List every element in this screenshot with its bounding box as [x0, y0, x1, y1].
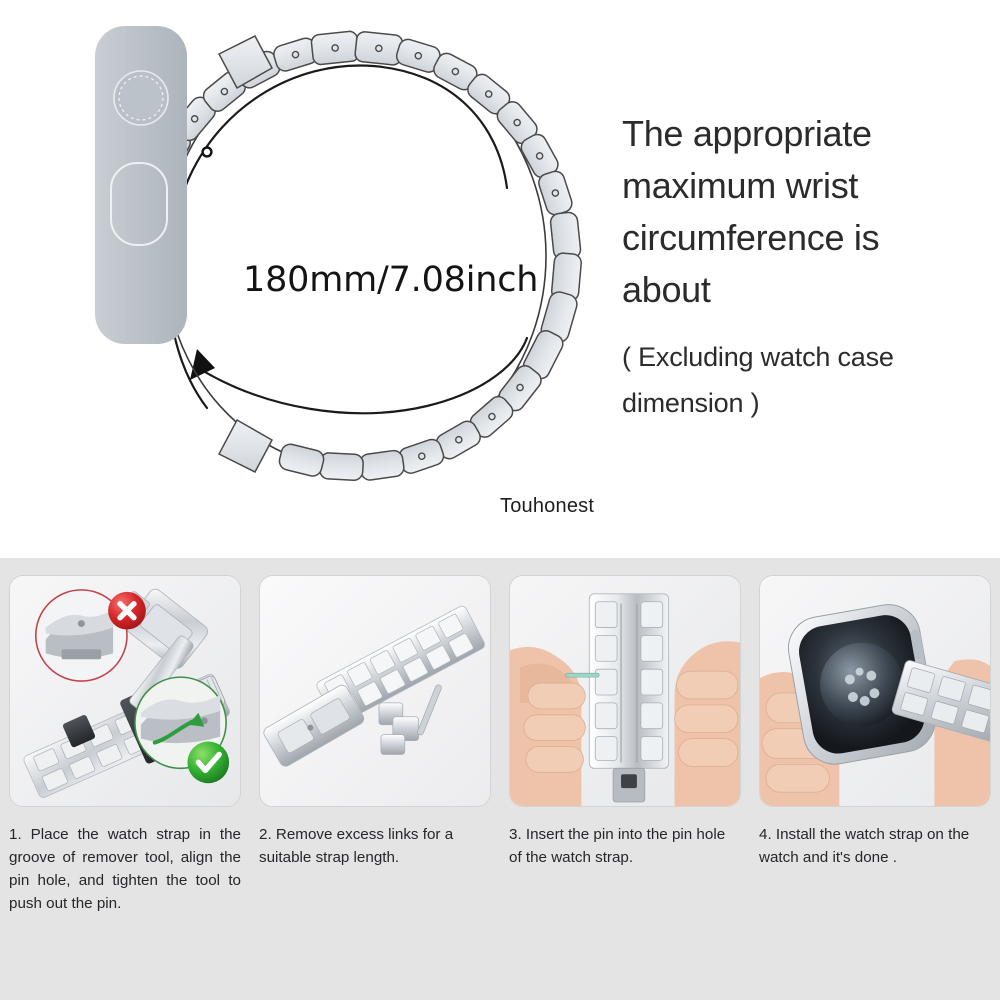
step-4-caption: 4. Install the watch strap on the watch … [759, 826, 970, 866]
instructions-section: 1. Place the watch strap in the groove o… [0, 558, 1000, 1000]
correct-example-inset [134, 676, 230, 784]
watch-strap [588, 593, 670, 803]
sizing-section: 180mm/7.08inch Touhonest The appropriate… [55, 8, 972, 548]
step-3-caption: 3. Insert the pin into the pin hole of t… [509, 826, 726, 866]
instruction-step-1: 1. Place the watch strap in the groove o… [0, 558, 250, 915]
watch-back-case [787, 604, 936, 765]
insert-pin-icon [565, 672, 600, 678]
wrist-size-diagram: 180mm/7.08inch Touhonest [55, 8, 594, 548]
step-3-photo-insert-pin [509, 575, 741, 807]
removed-links [378, 702, 420, 755]
step-1-caption: 1. Place the watch strap in the groove o… [9, 826, 241, 912]
circumference-arrow-icon [167, 64, 529, 415]
right-hand [674, 641, 740, 806]
loose-pin [417, 684, 442, 736]
watch-crown-icon [113, 70, 169, 126]
instruction-step-4: 4. Install the watch strap on the watch … [750, 558, 1000, 915]
watch-side-view-icon [95, 26, 187, 344]
instruction-step-2: 2. Remove excess links for a suitable st… [250, 558, 500, 915]
instruction-step-3: 3. Insert the pin into the pin hole of t… [500, 558, 750, 915]
headline-line-1: The appropriate [622, 113, 872, 154]
headline-note-line-1: ( Excluding watch case [622, 342, 894, 372]
brand-label: Touhonest [500, 495, 595, 517]
headline-note-line-2: dimension ) [622, 388, 760, 418]
strap-lug-icons [217, 35, 274, 473]
red-x-badge-icon [108, 591, 146, 630]
step-4-photo-install-strap [759, 575, 991, 807]
step-1-photo-link-remover-tool [9, 575, 241, 807]
instruction-steps-row: 1. Place the watch strap in the groove o… [0, 558, 1000, 915]
step-2-caption: 2. Remove excess links for a suitable st… [259, 826, 454, 866]
wrist-size-label: 180mm/7.08inch [243, 260, 539, 300]
headline-line-2: maximum wrist [622, 165, 859, 206]
headline-line-4: about [622, 269, 711, 310]
headline-block: The appropriate maximum wrist circumfere… [622, 108, 972, 426]
wrong-example-inset [34, 589, 146, 682]
green-check-badge-icon [187, 741, 230, 784]
headline-line-3: circumference is [622, 217, 880, 258]
watch-side-button-icon [110, 162, 168, 246]
attached-strap [891, 660, 990, 742]
left-hand [510, 646, 586, 806]
step-2-photo-removed-links [259, 575, 491, 807]
